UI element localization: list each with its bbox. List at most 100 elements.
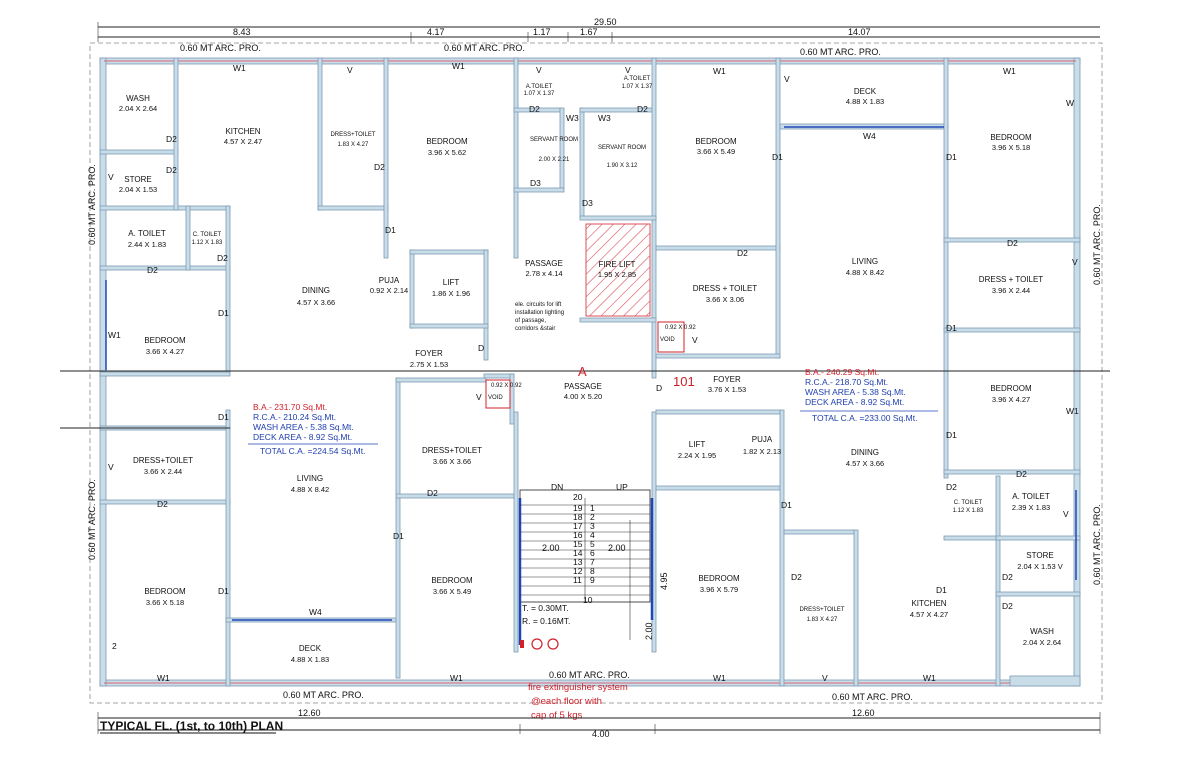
door-code: D1 [218, 412, 229, 422]
room-name: LIVING [297, 474, 323, 483]
room-name: WASH [1030, 627, 1054, 636]
room-size: 3.66 X 5.18 [146, 598, 184, 607]
room-name: DRESS+TOILET [799, 607, 844, 613]
room-name: BEDROOM [695, 137, 737, 146]
window-code: W1 [1003, 66, 1016, 76]
stair-down-label: DN [551, 482, 563, 492]
room-name: PUJA [752, 435, 773, 444]
ventilator-code: V [1072, 257, 1078, 267]
flat-101-deck-area: DECK AREA - 8.92 Sq.Mt. [805, 397, 904, 407]
door-code: D2 [217, 253, 228, 263]
door-code: D2 [166, 165, 177, 175]
room-size: 4.88 X 1.83 [846, 97, 884, 106]
step-number: 10 [583, 595, 593, 605]
ventilator-code: V [476, 392, 482, 402]
door-code: D2 [157, 499, 168, 509]
step-number: 11 [573, 575, 582, 585]
room-size: 2.24 X 1.95 [678, 451, 716, 460]
door-code: D1 [385, 225, 396, 235]
room-name: DECK [299, 644, 322, 653]
door-code: D2 [147, 265, 158, 275]
room-name: SERVANT ROOM [598, 145, 646, 151]
opening-codes: W1 V W1 V D2 W3 W3 D2 V D3 D3 W1 V W4 W1… [108, 61, 1079, 683]
door-code: D1 [218, 308, 229, 318]
door-code: D3 [582, 198, 593, 208]
room-name: FOYER [713, 375, 741, 384]
flat-a-label: A [578, 364, 587, 379]
room-size: 1.86 X 1.96 [432, 289, 470, 298]
flat-a-area-block: A B.A.- 231.70 Sq.Mt. R.C.A.- 210.24 Sq.… [248, 364, 587, 456]
room-name: PASSAGE [525, 259, 563, 268]
room-name: DRESS+TOILET [422, 446, 482, 455]
riser-note: R. = 0.16MT. [522, 616, 570, 626]
room-name: BEDROOM [431, 576, 473, 585]
room-size: 2.04 X 2.64 [119, 104, 157, 113]
room-name: DRESS + TOILET [979, 275, 1044, 284]
room-size: 4.88 X 8.42 [291, 485, 329, 494]
door-code: D [656, 383, 662, 393]
note-line: corridors &stair [515, 326, 555, 332]
window-code: W1 [713, 673, 726, 683]
step-number: 8 [590, 566, 595, 576]
dim-top-e: 14.07 [848, 27, 871, 37]
room-name: BEDROOM [990, 384, 1032, 393]
flat-101-area-block: 101 B.A.- 240.29 Sq.Mt. R.C.A.- 218.70 S… [673, 367, 938, 423]
flat-a-wash-area: WASH AREA - 5.38 Sq.Mt. [253, 422, 354, 432]
dim-top-b: 4.17 [427, 27, 445, 37]
door-code: D1 [936, 585, 947, 595]
door-code: D2 [791, 572, 802, 582]
room-name: BEDROOM [990, 133, 1032, 142]
void-size: 0.92 X 0.92 [665, 325, 696, 331]
room-name: BEDROOM [144, 336, 186, 345]
room-name: STORE [1026, 551, 1053, 560]
room-size: 4.57 X 2.47 [224, 137, 262, 146]
door-code: D2 [1016, 469, 1027, 479]
window-code: W1 [108, 330, 121, 340]
window-code: W4 [863, 131, 876, 141]
door-code: D2 [374, 162, 385, 172]
flat-101-wash-area: WASH AREA - 5.38 Sq.Mt. [805, 387, 906, 397]
room-size: 3.96 X 4.27 [992, 395, 1030, 404]
room-labels: WASH 2.04 X 2.64 KITCHEN 4.57 X 2.47 DRE… [119, 76, 1063, 664]
window-code: W1 [923, 673, 936, 683]
fire-extinguisher-note: fire extinguisher system @each floor wit… [520, 638, 628, 721]
step-number: 18 [573, 512, 583, 522]
interior-walls [99, 57, 1081, 687]
room-size: 2.04 X 1.53 [119, 185, 157, 194]
door-code: D3 [530, 178, 541, 188]
dim-bottom-left: 12.60 [298, 708, 321, 718]
door-code: D [478, 343, 484, 353]
window-code: W [1066, 98, 1074, 108]
room-name: LIFT [689, 440, 706, 449]
step-number: 4 [590, 530, 595, 540]
room-size: 4.88 X 8.42 [846, 268, 884, 277]
arc-pro-label: 0.60 MT ARC. PRO. [832, 692, 913, 702]
room-size: 2.00 X 2.21 [539, 157, 570, 163]
flat-a-built-area: B.A.- 231.70 Sq.Mt. [253, 402, 327, 412]
room-size: 1.83 X 4.27 [338, 142, 369, 148]
room-size: 4.57 X 3.66 [297, 298, 335, 307]
ventilator-code: V [108, 462, 114, 472]
room-name: A.TOILET [526, 84, 553, 90]
ventilator-code: V [692, 335, 698, 345]
door-code: D1 [946, 323, 957, 333]
flat-a-rca: R.C.A.- 210.24 Sq.Mt. [253, 412, 336, 422]
ventilator-code: V [347, 65, 353, 75]
room-size: 1.07 X 1.37 [524, 91, 555, 97]
room-size: 3.96 X 5.79 [700, 585, 738, 594]
window-code: W4 [309, 607, 322, 617]
room-size: 3.96 X 5.62 [428, 148, 466, 157]
room-size: 3.96 X 2.44 [992, 286, 1030, 295]
step-number: 15 [573, 539, 583, 549]
top-dimensions: 29.50 8.43 4.17 1.17 1.67 14.07 [97, 17, 1100, 42]
void-box [485, 379, 511, 409]
room-size: 3.96 X 5.18 [992, 143, 1030, 152]
bottom-dimensions: 12.60 4.00 12.60 [97, 708, 1101, 739]
dim-top-d: 1.67 [580, 27, 598, 37]
arc-pro-label: 0.60 MT ARC. PRO. [444, 43, 525, 53]
door-code: D1 [781, 500, 792, 510]
arc-projection-outline [89, 42, 1103, 704]
flat-101-label: 101 [673, 374, 695, 389]
flat-101-built-area: B.A.- 240.29 Sq.Mt. [805, 367, 879, 377]
